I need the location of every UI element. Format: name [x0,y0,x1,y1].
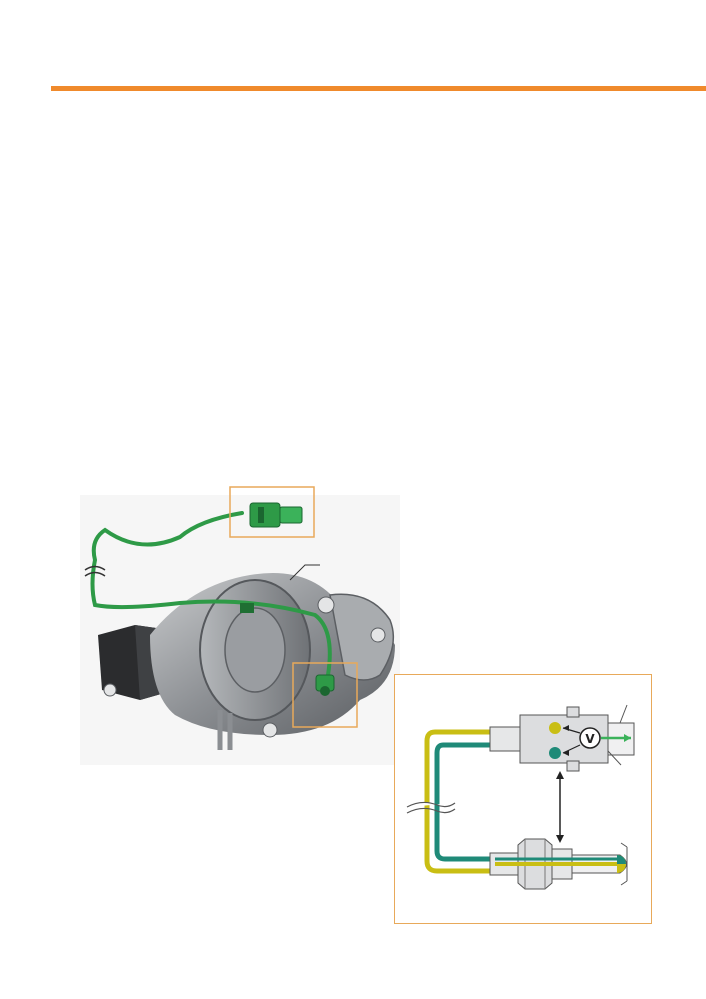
mount-bolt-hole [262,722,278,738]
yellow-conductor [424,729,520,874]
cable-break-symbol [406,801,456,808]
teal-conductor [434,742,520,862]
turbocharger-drawing [80,486,400,765]
flange-bolt-hole [370,627,386,643]
oil-pipes [217,710,233,750]
sensor-schematic: V [406,704,635,890]
sensor-probe [315,674,335,696]
sensor-schematic-callout: V [394,674,652,924]
exhaust-flange [329,593,395,681]
voltmeter-label: V [585,732,595,746]
sensor-connector [249,502,303,528]
connector-sleeve [489,726,521,752]
cable-clip [240,603,254,613]
sensor-cable [90,511,332,677]
header-accent-rule [51,86,706,91]
cable-break-symbol [84,565,106,577]
turbocharger-illustration [80,485,400,765]
connector-highlight-box [229,486,315,538]
voltmeter-symbol [579,727,601,749]
callout-leader [289,564,320,581]
mount-bolt-hole [103,683,117,697]
measurement-arrows [563,725,569,756]
flange-bolt-hole [317,596,335,614]
probe-highlight-box [292,662,358,728]
teal-contact [549,747,561,759]
yellow-contact [549,722,561,734]
